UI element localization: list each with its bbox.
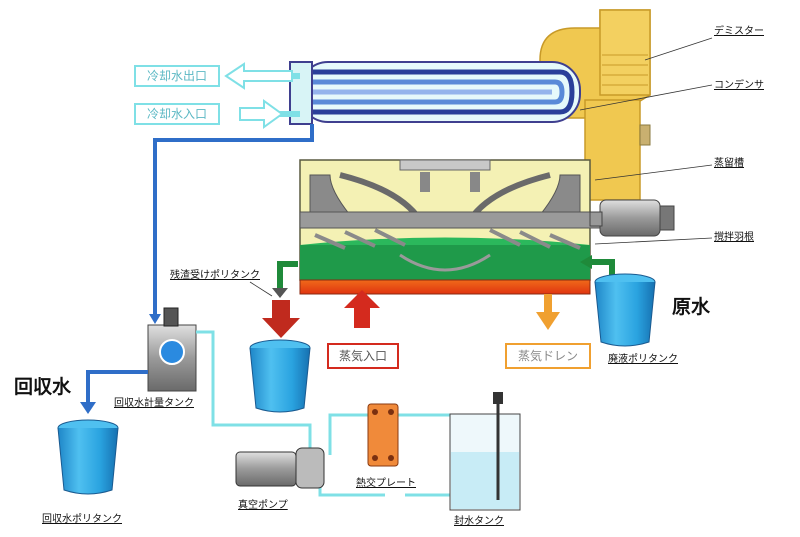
recovered-meter-tank	[147, 307, 197, 392]
leader-lines	[249, 37, 713, 297]
steam-in-arrow-icon	[344, 290, 380, 328]
steam-in-box: 蒸気入口	[327, 343, 399, 369]
recovered-meter-tank-label: 回収水計量タンク	[114, 398, 194, 409]
heat-plate-label: 熱交プレート	[356, 478, 416, 489]
vacuum-pump	[235, 447, 325, 489]
raw-water-label: 原水	[672, 296, 711, 318]
vacuum-pump-label: 真空ポンプ	[238, 500, 288, 511]
residue-pipe	[277, 261, 298, 290]
recovered-pipe	[153, 124, 314, 318]
distillation-vessel	[299, 159, 601, 281]
residue-arrow-icon	[262, 300, 300, 338]
recovered-poly-tank-label: 回収水ポリタンク	[42, 514, 122, 525]
steam-drain-box: 蒸気ドレン	[505, 343, 591, 369]
heat-plate	[367, 403, 399, 467]
cooling-in-arrow-icon	[239, 99, 284, 129]
stirring-blade-label: 撹拌羽根	[714, 232, 754, 243]
heater-jacket	[299, 279, 591, 295]
steam-drain-arrow-icon	[536, 294, 560, 330]
seal-water-tank	[449, 392, 521, 511]
vacuum-lines	[196, 330, 457, 497]
cooling-out-box: 冷却水出口	[134, 65, 220, 87]
condenser-label: コンデンサ	[714, 80, 764, 91]
waste-tank-label: 廃液ポリタンク	[608, 354, 678, 365]
distillation-tank-label: 蒸留槽	[714, 158, 744, 169]
poly-tank-icon	[57, 273, 656, 495]
condenser	[289, 61, 581, 125]
demister-label: デミスター	[714, 26, 764, 37]
residue-tank-label: 残渣受けポリタンク	[170, 270, 260, 281]
recovered-water-arrow-icon	[80, 370, 148, 414]
recovered-water-label: 回収水	[14, 376, 72, 398]
cooling-out-arrow-icon	[224, 62, 293, 90]
motor-icon	[589, 199, 675, 237]
cooling-in-box: 冷却水入口	[134, 103, 220, 125]
seal-water-tank-label: 封水タンク	[454, 516, 504, 527]
